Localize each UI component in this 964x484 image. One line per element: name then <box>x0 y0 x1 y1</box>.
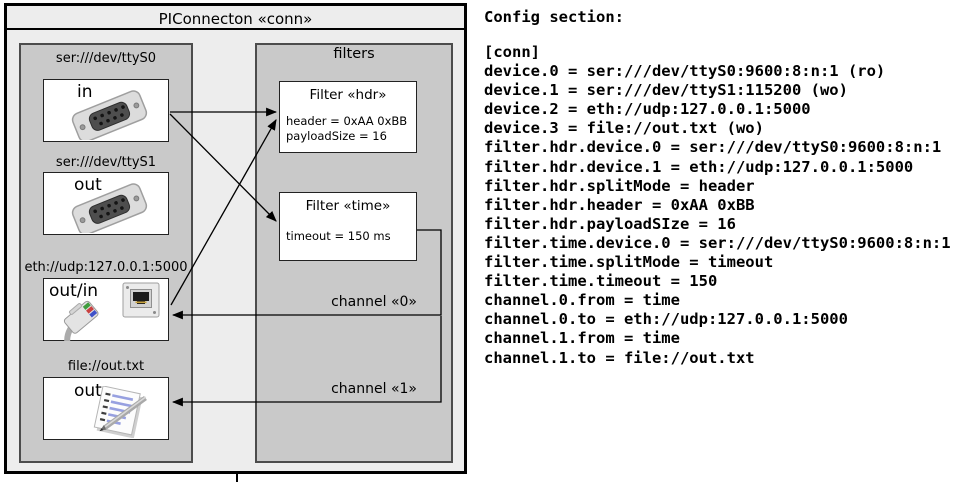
diagram-title: PIConnecton «conn» <box>158 10 313 28</box>
filter-attribute: header = 0xAA 0xBB <box>286 114 408 128</box>
device-uri-label: eth://udp:127.0.0.1:5000 <box>24 260 188 275</box>
device-port-label: out <box>74 381 102 401</box>
config-line: filter.hdr.device.1 = eth://udp:127.0.0.… <box>484 157 914 176</box>
config-line: channel.0.from = time <box>484 291 680 310</box>
serial-connector-icon <box>71 183 148 233</box>
filter-attribute: payloadSize = 16 <box>286 129 387 143</box>
notepad-icon <box>93 386 147 438</box>
config-line: channel.1.from = time <box>484 329 680 348</box>
diagram-title-bar: PIConnecton «conn» <box>7 6 464 30</box>
device-uri-label: file://out.txt <box>67 359 145 374</box>
filter-box-hdr: Filter «hdr» header = 0xAA 0xBB payloadS… <box>279 81 417 153</box>
device-port-label: out <box>74 175 102 195</box>
filters-panel-title: filters <box>333 46 375 62</box>
config-line: filter.hdr.device.0 = ser:///dev/ttyS0:9… <box>484 138 942 157</box>
config-line: filter.time.splitMode = timeout <box>484 253 774 272</box>
config-line: filter.time.timeout = 150 <box>484 272 718 291</box>
filter-box-time: Filter «time» timeout = 150 ms <box>279 192 417 261</box>
config-lines: [conn] device.0 = ser:///dev/ttyS0:9600:… <box>484 43 962 368</box>
ethernet-jack-icon <box>122 282 160 318</box>
device-uri-label: ser:///dev/ttyS1 <box>55 155 157 170</box>
config-line: device.1 = ser:///dev/ttyS1:115200 (wo) <box>484 81 848 100</box>
device-box-file: out <box>43 377 169 440</box>
config-line: device.2 = eth://udp:127.0.0.1:5000 <box>484 100 811 119</box>
config-line: device.3 = file://out.txt (wo) <box>484 119 764 138</box>
config-section: Config section: [conn] device.0 = ser://… <box>484 8 962 368</box>
device-box-ttyS0: in <box>43 79 169 142</box>
device-port-label: out/in <box>49 281 99 301</box>
channel-1-label: channel «1» <box>331 381 417 397</box>
filter-title: Filter «hdr» <box>309 87 387 103</box>
config-line: [conn] <box>484 43 540 61</box>
ethernet-plug-icon <box>63 300 99 341</box>
config-heading: Config section: <box>484 8 624 26</box>
config-line: channel.0.to = eth://udp:127.0.0.1:5000 <box>484 310 848 329</box>
device-port-label: in <box>77 82 93 102</box>
config-line: channel.1.to = file://out.txt <box>484 348 755 367</box>
config-line: device.0 = ser:///dev/ttyS0:9600:8:n:1 (… <box>484 62 886 81</box>
config-line: filter.time.device.0 = ser:///dev/ttyS0:… <box>484 233 951 252</box>
config-line: filter.hdr.splitMode = header <box>484 176 755 195</box>
channel-0-label: channel «0» <box>331 294 417 310</box>
device-box-eth: out/in <box>43 278 169 341</box>
device-box-ttyS1: out <box>43 172 169 235</box>
config-line: filter.hdr.payloadSIze = 16 <box>484 214 736 233</box>
config-line: filter.hdr.header = 0xAA 0xBB <box>484 195 755 214</box>
filter-title: Filter «time» <box>305 198 391 214</box>
device-uri-label: ser:///dev/ttyS0 <box>55 51 157 66</box>
filter-attribute: timeout = 150 ms <box>286 229 391 243</box>
serial-connector-icon <box>71 90 148 140</box>
